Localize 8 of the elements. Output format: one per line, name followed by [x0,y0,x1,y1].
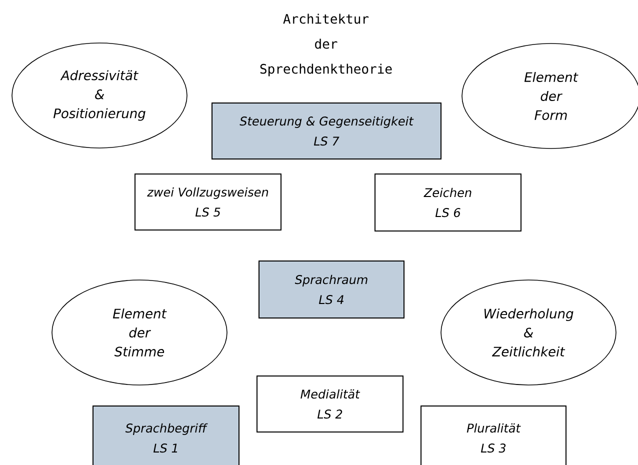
concept-box: Pluralität LS 3 [420,406,566,465]
concept-box: Sprachraum LS 4 [258,260,404,318]
concept-box: Steuerung & Gegenseitigkeit LS 7 [212,102,442,160]
title: Architektur der Sprechdenktheorie [260,14,392,76]
concept-box: zwei Vollzugsweisen LS 5 [134,174,282,230]
concept-box: Medialität LS 2 [256,376,404,432]
concept-box: Zeichen LS 6 [374,174,522,232]
concept-box: Sprachbegriff LS 1 [92,406,240,465]
